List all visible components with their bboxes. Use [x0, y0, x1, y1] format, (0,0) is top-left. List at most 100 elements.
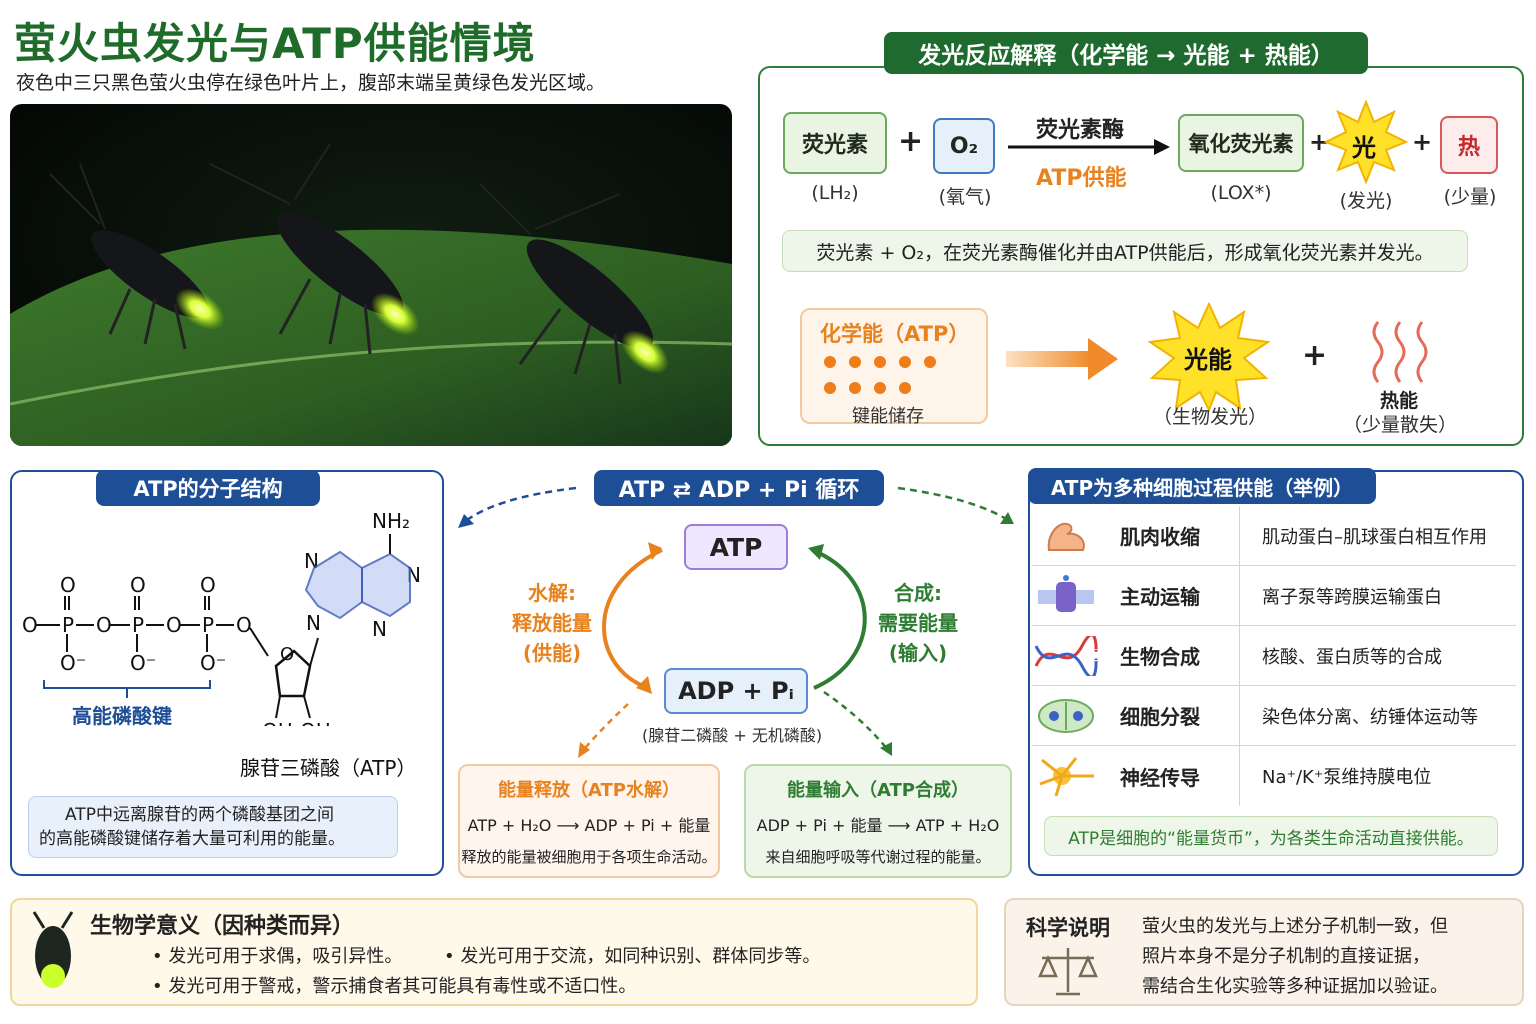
adp-node-sub: (腺苷二磷酸 + 无机磷酸)	[642, 726, 823, 745]
plus-sign: +	[898, 124, 924, 159]
note-line: ATP中远离腺苷的两个磷酸基团之间	[65, 805, 334, 825]
neuron-icon	[1032, 754, 1100, 798]
science-note-line: 萤火虫的发光与上述分子机制一致，但	[1142, 916, 1448, 937]
cell-processes-panel	[1028, 470, 1524, 876]
energy-release-title: 能量释放（ATP水解）	[497, 780, 680, 801]
energy-input-equation: ADP + Pi + 能量 ⟶ ATP + H₂O	[756, 816, 1000, 835]
reaction-panel-title: 发光反应解释（化学能 → 光能 + 热能）	[884, 32, 1368, 74]
heat-energy-sub: （少量散失）	[1342, 414, 1457, 436]
hydroxyl-group: OH	[300, 719, 331, 726]
synthesis-label: 合成: 需要能量 (输入)	[870, 578, 966, 668]
synthesis-line: (输入)	[888, 641, 948, 665]
firefly-2	[209, 143, 420, 355]
energy-input-note: 来自细胞呼吸等代谢过程的能量。	[765, 848, 991, 866]
process-desc: 染色体分离、纺锤体运动等	[1262, 706, 1478, 728]
bond-energy-dots	[824, 356, 936, 394]
light-energy-label: 光能	[1184, 346, 1232, 374]
oxygen-atom: O	[200, 573, 216, 597]
plus-sign: +	[1302, 338, 1328, 373]
significance-title: 生物学意义（因种类而异）	[90, 914, 355, 939]
process-name: 主动运输	[1100, 565, 1240, 626]
cell-processes-title: ATP为多种细胞过程供能（举例）	[1028, 468, 1376, 504]
oxygen-anion: O⁻	[60, 651, 86, 675]
chemical-energy-sub: 键能储存	[852, 406, 924, 427]
balance-scale-icon	[1038, 948, 1098, 996]
energy-conversion-arrow	[1006, 338, 1118, 380]
science-note-line: 照片本身不是分子机制的直接证据，	[1142, 946, 1430, 967]
atp-molecule-name: 腺苷三磷酸（ATP）	[240, 756, 417, 780]
adp-node: ADP + Pᵢ	[664, 668, 808, 714]
page-subtitle: 夜色中三只黑色萤火虫停在绿色叶片上，腹部末端呈黄绿色发光区域。	[16, 72, 606, 94]
dividing-cell-icon	[1032, 696, 1100, 736]
process-row: 细胞分裂 染色体分离、纺锤体运动等	[1032, 685, 1516, 746]
oxygen-sub: (氧气)	[938, 186, 992, 208]
reaction-summary: 荧光素 + O₂，在荧光素酶催化并由ATP供能后，形成氧化荧光素并发光。	[782, 230, 1468, 272]
light-label: 光	[1352, 134, 1376, 162]
phosphorus-atom: P	[202, 613, 214, 637]
muscle-icon	[1032, 516, 1100, 556]
note-line: 的高能磷酸键储存着大量可利用的能量。	[39, 829, 345, 849]
process-name: 生物合成	[1100, 625, 1240, 686]
oxygen-atom: O	[60, 573, 76, 597]
process-name: 肌肉收缩	[1100, 505, 1240, 566]
hydrolysis-line: 释放能量	[512, 611, 592, 635]
oxygen-atom: O	[236, 613, 252, 637]
high-energy-bond-label: 高能磷酸键	[72, 704, 172, 728]
science-note-line: 需结合生化实验等多种证据加以验证。	[1142, 976, 1448, 997]
light-energy-sub: （生物发光）	[1152, 406, 1267, 428]
reaction-arrow	[1008, 139, 1170, 155]
heat-sub: (少量)	[1443, 186, 1497, 208]
amino-group: NH₂	[372, 509, 410, 533]
atp-structure-note: ATP中远离腺苷的两个磷酸基团之间 的高能磷酸键储存着大量可利用的能量。	[28, 796, 398, 858]
nitrogen-atom: N	[372, 617, 387, 641]
firefly-3	[479, 183, 669, 385]
nitrogen-atom: N	[306, 611, 321, 635]
significance-bullet: • 发光可用于交流，如同种识别、群体同步等。	[444, 946, 821, 967]
enzyme-label: 荧光素酶	[1036, 118, 1125, 143]
process-row: 肌肉收缩 肌动蛋白–肌球蛋白相互作用	[1032, 505, 1516, 566]
firefly-icon	[32, 911, 74, 988]
energy-currency-note: ATP是细胞的“能量货币”，为各类生命活动直接供能。	[1044, 816, 1498, 856]
energy-release-note: 释放的能量被细胞用于各项生命活动。	[461, 848, 717, 866]
chemical-energy-title: 化学能（ATP）	[820, 322, 970, 346]
dna-icon	[1032, 635, 1100, 676]
oxygen-anion: O⁻	[130, 651, 156, 675]
hydrolysis-label: 水解: 释放能量 (供能)	[504, 578, 600, 668]
atp-supply-label: ATP供能	[1036, 166, 1127, 191]
energy-release-box: 能量释放（ATP水解） ATP + H₂O ⟶ ADP + Pi + 能量 释放…	[458, 764, 720, 878]
process-name: 神经传导	[1100, 746, 1240, 806]
heat-box: 热	[1440, 116, 1498, 174]
firefly-photo	[10, 104, 732, 446]
phosphorus-atom: P	[132, 613, 144, 637]
atp-node: ATP	[684, 524, 788, 570]
process-list: 肌肉收缩 肌动蛋白–肌球蛋白相互作用 主动运输 离子泵等跨膜运输蛋白 生物合成 …	[1028, 505, 1524, 806]
significance-bullet: • 发光可用于警戒，警示捕食者其可能具有毒性或不适口性。	[152, 976, 637, 997]
oxyluciferin-box: 氧化荧光素	[1178, 114, 1304, 172]
significance-bullet: • 发光可用于求偶，吸引异性。	[152, 946, 403, 967]
process-row: 生物合成 核酸、蛋白质等的合成	[1032, 625, 1516, 686]
process-desc: 离子泵等跨膜运输蛋白	[1262, 586, 1442, 608]
hydroxyl-group: OH	[262, 719, 293, 726]
luciferin-sub: (LH₂)	[811, 182, 859, 204]
process-desc: 肌动蛋白–肌球蛋白相互作用	[1262, 526, 1487, 548]
membrane-pump-icon	[1032, 574, 1100, 618]
energy-release-equation: ATP + H₂O ⟶ ADP + Pi + 能量	[467, 816, 711, 835]
atp-structure-title: ATP的分子结构	[96, 470, 320, 506]
page-title: 萤火虫发光与ATP供能情境	[14, 19, 536, 68]
atp-molecule-diagram: O O O O P O P O P O O⁻ O⁻ O⁻ NH₂ N N N N…	[22, 509, 421, 726]
atp-cycle-title: ATP ⇄ ADP + Pi 循环	[594, 470, 884, 506]
synthesis-line: 合成:	[894, 581, 942, 605]
luciferin-box: 荧光素	[783, 112, 887, 174]
process-desc: 核酸、蛋白质等的合成	[1262, 646, 1442, 668]
firefly-1	[49, 163, 225, 350]
significance-panel	[10, 898, 978, 1006]
energy-input-title: 能量输入（ATP合成）	[786, 780, 969, 801]
heat-energy-label: 热能	[1380, 390, 1419, 412]
science-note-panel	[1004, 898, 1524, 1006]
oxygen-atom: O	[130, 573, 146, 597]
science-note-title: 科学说明	[1026, 916, 1110, 940]
plus-sign: +	[1309, 128, 1330, 156]
process-row: 主动运输 离子泵等跨膜运输蛋白	[1032, 565, 1516, 626]
plus-sign: +	[1412, 128, 1433, 156]
hydrolysis-line: 水解:	[528, 581, 576, 605]
